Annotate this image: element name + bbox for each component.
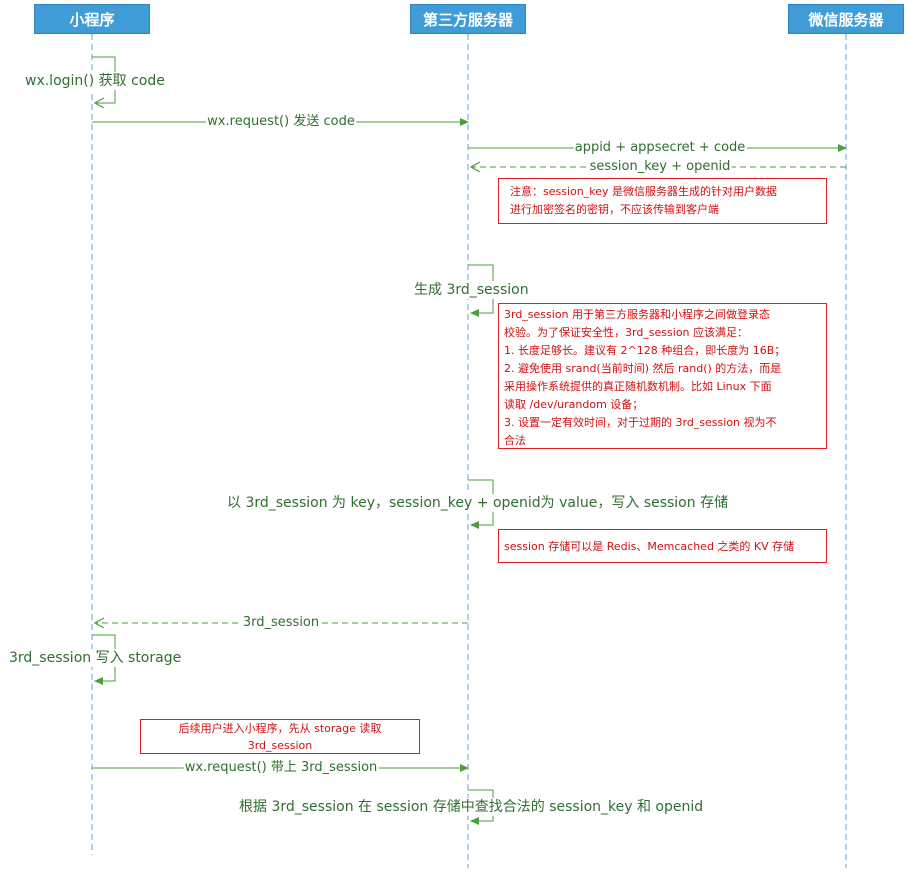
label-login: wx.login() 获取 code [24,72,166,90]
note-line: 校验。为了保证安全性，3rd_session 应该满足： [504,326,749,339]
note-line: 2. 避免使用 srand(当前时间) 然后 rand() 的方法，而是 [504,362,782,375]
label-write-storage: 3rd_session 写入 storage [8,649,183,667]
label-store-session: 以 3rd_session 为 key，session_key + openid… [226,494,730,512]
note-line: 3rd_session [247,739,313,752]
note-third-session-requirements: 3rd_session 用于第三方服务器和小程序之间做登录态 校验。为了保证安全… [498,303,827,449]
note-line: 读取 /dev/urandom 设备； [504,398,644,411]
note-line: 采用操作系统提供的真正随机数机制。比如 Linux 下面 [504,380,772,393]
label-request-code: wx.request() 发送 code [206,114,356,130]
note-line: 3rd_session 用于第三方服务器和小程序之间做登录态 [504,308,771,321]
note-line: 合法 [504,434,526,447]
note-line: 后续用户进入小程序，先从 storage 读取 [178,722,382,735]
note-line: session 存储可以是 Redis、Memcached 之类的 KV 存储 [504,540,795,553]
label-return-session: 3rd_session [241,615,321,631]
note-line: 3. 设置一定有效时间，对于过期的 3rd_session 视为不 [504,416,777,429]
note-session-key-warning: 注意：session_key 是微信服务器生成的针对用户数据 进行加密签名的密钥… [498,178,827,224]
note-line: 注意：session_key 是微信服务器生成的针对用户数据 [510,185,777,198]
label-appid: appid + appsecret + code [573,140,747,156]
label-gen-session: 生成 3rd_session [413,281,530,299]
actor-third-party-server: 第三方服务器 [410,4,526,34]
note-line: 1. 长度足够长。建议有 2^128 种组合，即长度为 16B； [504,344,786,357]
label-session-key-openid: session_key + openid [588,159,732,175]
note-session-storage: session 存储可以是 Redis、Memcached 之类的 KV 存储 [498,529,827,563]
actor-mini-program: 小程序 [34,4,150,34]
label-lookup: 根据 3rd_session 在 session 存储中查找合法的 sessio… [238,798,705,816]
note-line: 进行加密签名的密钥，不应该传输到客户端 [510,203,719,216]
actor-wechat-server: 微信服务器 [788,4,904,34]
note-later-entry: 后续用户进入小程序，先从 storage 读取 3rd_session [140,719,420,754]
label-request-session: wx.request() 带上 3rd_session [183,760,379,776]
